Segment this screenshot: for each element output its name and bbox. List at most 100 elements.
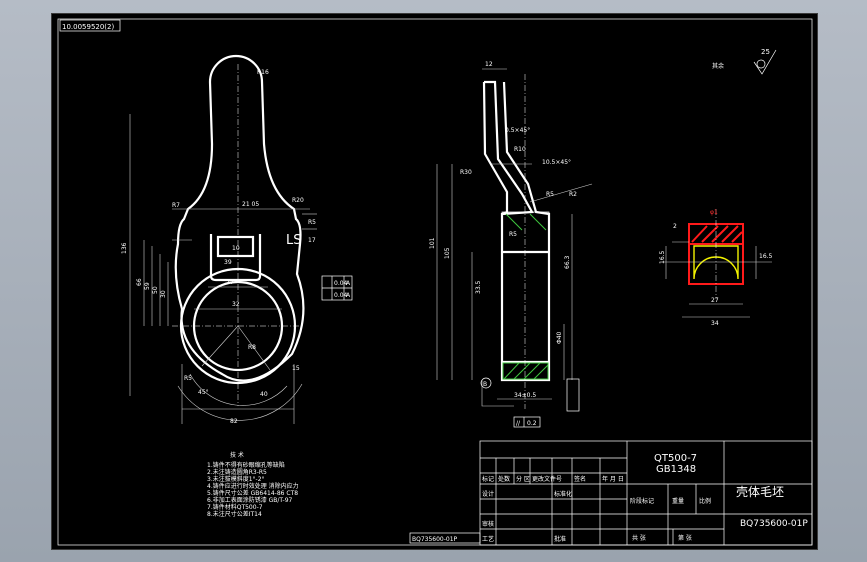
svg-text:R7: R7 bbox=[172, 202, 180, 209]
svg-text:32: 32 bbox=[232, 301, 240, 308]
svg-text:签名: 签名 bbox=[574, 475, 586, 483]
svg-text:处数: 处数 bbox=[498, 475, 510, 483]
svg-text:30: 30 bbox=[160, 290, 167, 298]
svg-text:66.3: 66.3 bbox=[564, 255, 571, 269]
svg-text:0.04: 0.04 bbox=[334, 292, 348, 299]
svg-text:33.5: 33.5 bbox=[475, 280, 482, 294]
svg-text:4.铸件应进行时效处理 消除内应力: 4.铸件应进行时效处理 消除内应力 bbox=[207, 482, 299, 490]
svg-text:R8: R8 bbox=[248, 344, 256, 351]
svg-text:共 张: 共 张 bbox=[632, 534, 646, 542]
parallel-tolerance bbox=[513, 416, 541, 428]
svg-text:R5: R5 bbox=[308, 219, 316, 226]
svg-text:45°: 45° bbox=[198, 389, 209, 396]
svg-text:批准: 批准 bbox=[554, 535, 566, 543]
side-view: 12 0.5×45° R10 R30 101 105 10.5×45° R5 R… bbox=[429, 61, 593, 428]
svg-text:R30: R30 bbox=[460, 169, 472, 176]
part-name: 壳体毛坯 bbox=[736, 485, 784, 499]
svg-text:66: 66 bbox=[136, 278, 143, 286]
svg-text:φ1: φ1 bbox=[710, 209, 718, 216]
svg-text:27: 27 bbox=[226, 279, 234, 286]
svg-text:A: A bbox=[346, 280, 351, 287]
svg-text:0.04: 0.04 bbox=[334, 280, 348, 287]
side-outline bbox=[484, 80, 551, 382]
svg-text:R2: R2 bbox=[569, 191, 577, 198]
svg-text:5.铸件尺寸公差 GB6414-86 CT8: 5.铸件尺寸公差 GB6414-86 CT8 bbox=[207, 489, 298, 497]
svg-text:Φ40: Φ40 bbox=[556, 331, 563, 344]
svg-text:重量: 重量 bbox=[672, 497, 684, 505]
drawing-number: BQ735600-01P bbox=[740, 519, 808, 529]
svg-text:3.未注拔模斜度1°-2°: 3.未注拔模斜度1°-2° bbox=[207, 475, 265, 483]
svg-text:2: 2 bbox=[673, 223, 677, 230]
svg-text:25: 25 bbox=[761, 48, 770, 56]
section-arc bbox=[693, 245, 739, 280]
tolerance-frame: 0.04 A 0.04 A bbox=[321, 275, 353, 301]
svg-text:34±0.5: 34±0.5 bbox=[514, 392, 536, 399]
svg-text:17: 17 bbox=[308, 237, 316, 244]
svg-text:技 术: 技 术 bbox=[230, 451, 244, 459]
svg-text:8.未注尺寸公差IT14: 8.未注尺寸公差IT14 bbox=[207, 510, 262, 518]
svg-text:A: A bbox=[346, 292, 351, 299]
svg-text:50: 50 bbox=[152, 286, 159, 294]
machined-hatch bbox=[502, 362, 549, 380]
drawing-id-box bbox=[59, 19, 121, 32]
svg-text:2.未注铸造圆角R3-R5: 2.未注铸造圆角R3-R5 bbox=[207, 468, 267, 476]
svg-text:R20: R20 bbox=[292, 197, 304, 204]
material: QT500-7 bbox=[654, 453, 697, 464]
svg-text:1.铸件不得有砂眼缩孔等缺陷: 1.铸件不得有砂眼缩孔等缺陷 bbox=[207, 461, 285, 469]
svg-text:10.5×45°: 10.5×45° bbox=[542, 159, 571, 166]
svg-text:105: 105 bbox=[444, 247, 451, 259]
svg-text:21 05: 21 05 bbox=[242, 201, 259, 208]
svg-text:B: B bbox=[483, 381, 487, 388]
svg-text:82: 82 bbox=[230, 418, 238, 425]
svg-text:15: 15 bbox=[292, 365, 300, 372]
svg-text:136: 136 bbox=[121, 242, 128, 254]
standard: GB1348 bbox=[656, 464, 696, 475]
front-outline bbox=[174, 54, 305, 382]
svg-text:R5: R5 bbox=[546, 191, 554, 198]
svg-text:0.2: 0.2 bbox=[527, 420, 537, 427]
title-block: QT500-7 GB1348 壳体毛坯 BQ735600-01P 标记 处数 分… bbox=[479, 440, 813, 546]
svg-text:分 区: 分 区 bbox=[516, 475, 530, 483]
svg-text:40: 40 bbox=[260, 391, 268, 398]
svg-text:审核: 审核 bbox=[482, 520, 494, 528]
svg-text:其余: 其余 bbox=[712, 62, 724, 70]
svg-text:更改文件号: 更改文件号 bbox=[532, 475, 562, 483]
svg-text:R10: R10 bbox=[514, 146, 526, 153]
svg-text:7.铸件材料QT500-7: 7.铸件材料QT500-7 bbox=[207, 503, 263, 511]
svg-text:R5: R5 bbox=[509, 231, 517, 238]
drawing-sheet: 10.0059520(2) LS R16 R20 R bbox=[51, 13, 818, 550]
svg-text:R16: R16 bbox=[257, 69, 269, 76]
svg-text:34: 34 bbox=[711, 320, 719, 327]
svg-text:12: 12 bbox=[485, 61, 493, 68]
datum-b-marker bbox=[480, 377, 492, 389]
svg-text://: // bbox=[516, 420, 521, 427]
svg-text:工艺: 工艺 bbox=[482, 535, 494, 543]
drawing-frame bbox=[57, 18, 813, 546]
slot-top bbox=[216, 235, 255, 258]
svg-text:16.5: 16.5 bbox=[659, 250, 666, 264]
svg-text:0.5×45°: 0.5×45° bbox=[505, 127, 530, 134]
front-view: LS R16 R20 R7 136 66 59 50 30 R5 17 10 2… bbox=[121, 54, 353, 425]
roughness-symbol: 其余 25 bbox=[712, 48, 777, 75]
svg-text:设计: 设计 bbox=[482, 490, 494, 498]
svg-text:第 张: 第 张 bbox=[678, 534, 692, 542]
slot-outline bbox=[209, 234, 262, 282]
svg-text:比例: 比例 bbox=[699, 497, 711, 505]
drawing-canvas: 10.0059520(2) LS R16 R20 R bbox=[57, 18, 813, 546]
svg-text:16.5: 16.5 bbox=[759, 253, 773, 260]
svg-text:BQ735600-01P: BQ735600-01P bbox=[412, 536, 458, 543]
svg-text:6.非加工表面涂防锈漆 GB/T-97: 6.非加工表面涂防锈漆 GB/T-97 bbox=[207, 496, 293, 504]
drawing-id: 10.0059520(2) bbox=[62, 23, 114, 31]
svg-text:27: 27 bbox=[711, 297, 719, 304]
technical-notes: 技 术 1.铸件不得有砂眼缩孔等缺陷 2.未注铸造圆角R3-R5 3.未注拔模斜… bbox=[207, 451, 299, 518]
section-view: φ1 2 16.5 16.5 27 34 bbox=[659, 209, 773, 327]
svg-text:39: 39 bbox=[224, 259, 232, 266]
svg-text:阶段标记: 阶段标记 bbox=[630, 497, 654, 505]
svg-text:10: 10 bbox=[232, 245, 240, 252]
svg-text:59: 59 bbox=[144, 282, 151, 290]
section-label: LS bbox=[286, 233, 302, 248]
svg-text:101: 101 bbox=[429, 237, 436, 249]
svg-text:标准化: 标准化 bbox=[554, 490, 572, 498]
svg-text:标记: 标记 bbox=[482, 475, 494, 483]
svg-text:R5: R5 bbox=[184, 375, 192, 382]
